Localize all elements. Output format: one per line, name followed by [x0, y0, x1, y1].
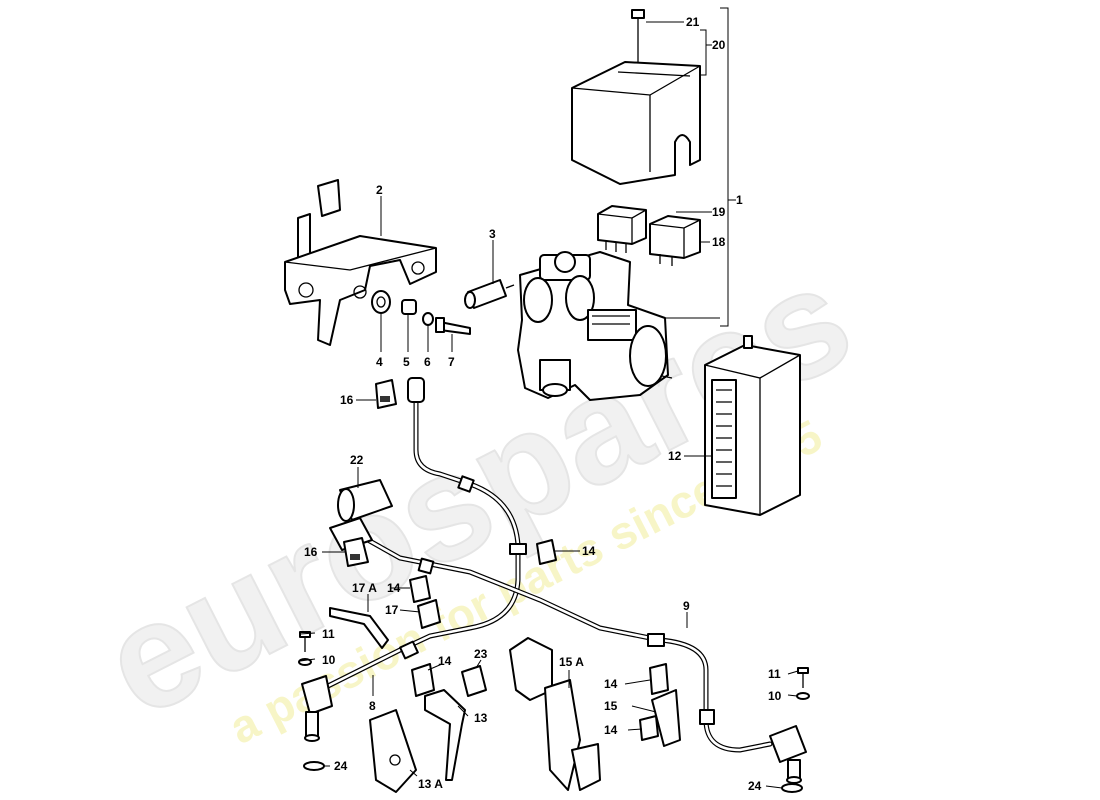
- callout-3: 3: [489, 227, 496, 241]
- sleeve-5: [401, 299, 417, 315]
- callout-24-left: 24: [334, 759, 348, 773]
- callout-16-lower: 16: [304, 545, 318, 559]
- callout-13: 13: [474, 711, 488, 725]
- callout-15a: 15 A: [559, 655, 584, 669]
- hydraulic-unit: [517, 251, 673, 401]
- leader-lines: [299, 196, 799, 789]
- callout-9: 9: [683, 599, 690, 613]
- callout-8: 8: [369, 699, 376, 713]
- callout-4: 4: [376, 355, 383, 369]
- callout-1: 1: [736, 193, 743, 207]
- damper-3: [464, 279, 515, 309]
- callout-22: 22: [350, 453, 364, 467]
- clip-14-b: [409, 575, 431, 603]
- clip-14-a: [536, 539, 557, 565]
- callout-21: 21: [686, 15, 700, 29]
- bracket-15: [651, 689, 681, 747]
- callout-labels: 1 2 3 4 5 6 7 8 9 10 10 11 11 12 13 13 A…: [304, 15, 782, 793]
- clip-14-e: [639, 715, 659, 741]
- callout-11-right: 11: [768, 667, 781, 681]
- cables: [317, 377, 773, 753]
- bracket-15a: [509, 637, 601, 791]
- bracket-13a: [369, 709, 417, 793]
- callout-14-b: 14: [387, 581, 401, 595]
- callout-11-left: 11: [322, 627, 335, 641]
- callout-10-right: 10: [768, 689, 782, 703]
- callout-19: 19: [712, 205, 726, 219]
- callout-10-left: 10: [322, 653, 336, 667]
- callout-15: 15: [604, 699, 618, 713]
- callout-12: 12: [668, 449, 682, 463]
- clip-14-d: [649, 663, 669, 695]
- relay-18: [649, 215, 701, 266]
- callout-17a: 17 A: [352, 581, 377, 595]
- speed-sensor-right: [769, 667, 810, 793]
- callout-17: 17: [385, 603, 399, 617]
- callout-7: 7: [448, 355, 455, 369]
- bolt-7: [435, 317, 471, 335]
- callout-6: 6: [424, 355, 431, 369]
- cover-part: [571, 9, 701, 185]
- bracket-13: [424, 689, 466, 781]
- mounting-bracket: [284, 179, 437, 346]
- relay-19: [597, 205, 647, 253]
- callout-18: 18: [712, 235, 726, 249]
- callout-14-c: 14: [438, 654, 452, 668]
- bracket-17a: [329, 607, 389, 649]
- callout-14-a: 14: [582, 544, 596, 558]
- sensor-sleeve-22: [337, 479, 393, 522]
- callout-16-upper: 16: [340, 393, 354, 407]
- clip-16-upper: [375, 379, 397, 409]
- bracket-23: [461, 665, 487, 697]
- callout-2: 2: [376, 183, 383, 197]
- callout-5: 5: [403, 355, 410, 369]
- grommet-4: [371, 290, 391, 314]
- washer-6: [422, 312, 434, 326]
- callout-24-right: 24: [748, 779, 762, 793]
- callout-20: 20: [712, 38, 726, 52]
- callout-14-f: 14: [604, 723, 618, 737]
- callout-14-d: 14: [604, 677, 618, 691]
- control-unit: [704, 335, 801, 516]
- callout-13a: 13 A: [418, 777, 443, 791]
- callout-23: 23: [474, 647, 488, 661]
- clip-16-lower: [343, 537, 369, 567]
- bracket-17: [417, 599, 441, 629]
- clip-14-c: [411, 663, 435, 697]
